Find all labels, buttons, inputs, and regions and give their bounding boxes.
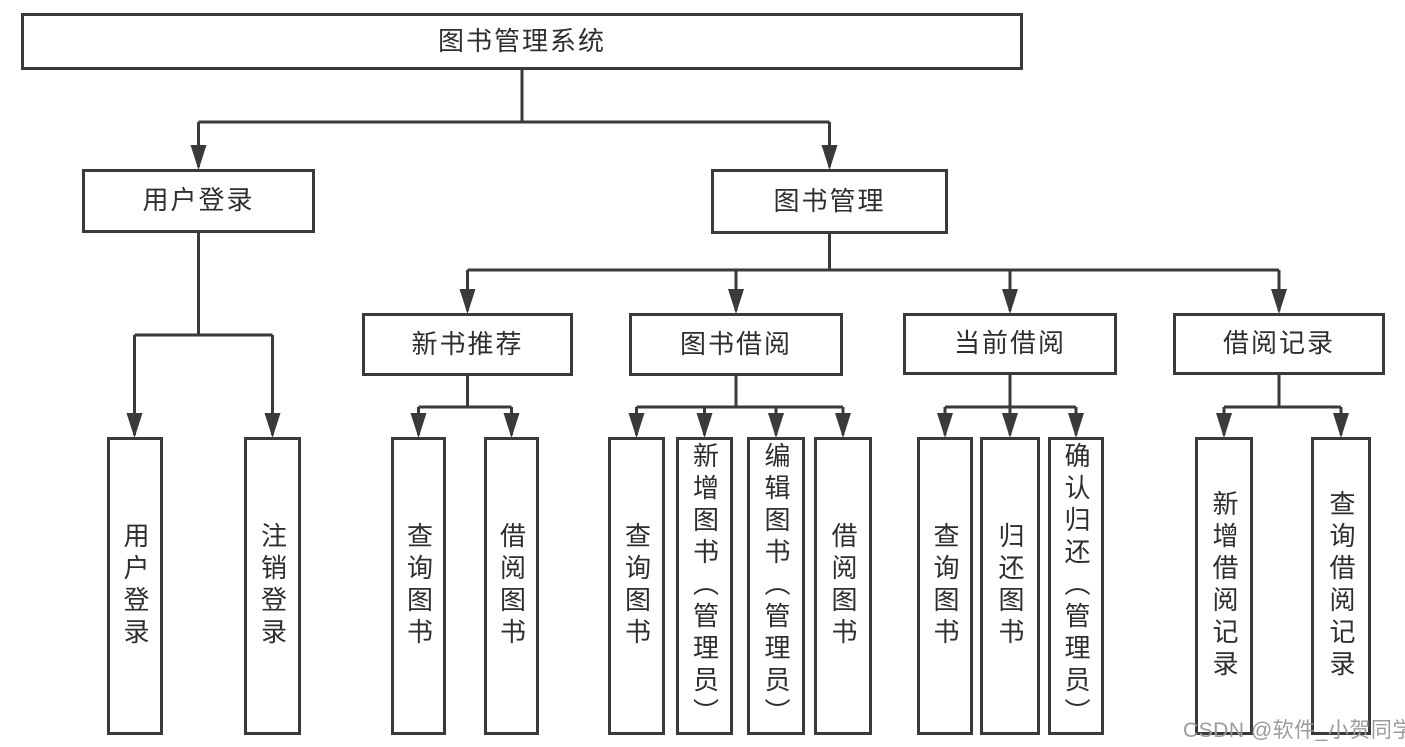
leaf-current-return-book: 归还图书: [980, 437, 1040, 735]
node-root: 图书管理系统: [21, 13, 1023, 70]
node-new-book-recommend: 新书推荐: [362, 313, 573, 376]
leaf-recommend-query-book: 查询图书: [391, 437, 446, 735]
leaf-borrow-query-book: 查询图书: [608, 437, 665, 735]
leaf-borrow-add-book-admin: 新增图书（管理员）: [676, 437, 733, 735]
leaf-recommend-borrow-book: 借阅图书: [484, 437, 539, 735]
node-book-borrow: 图书借阅: [629, 313, 843, 376]
leaf-current-query-book: 查询图书: [917, 437, 973, 735]
leaf-records-add-record: 新增借阅记录: [1195, 437, 1253, 735]
leaf-logout: 注销登录: [244, 437, 301, 735]
leaf-user-login: 用户登录: [107, 437, 163, 735]
leaf-borrow-edit-book-admin: 编辑图书（管理员）: [747, 437, 805, 735]
leaf-current-confirm-return-admin: 确认归还（管理员）: [1048, 437, 1104, 735]
watermark: CSDN @软件_小贺同学: [1183, 719, 1405, 742]
node-book-management: 图书管理: [711, 169, 948, 234]
leaf-borrow-borrow-book: 借阅图书: [814, 437, 872, 735]
node-user-login: 用户登录: [82, 169, 315, 233]
node-current-borrow: 当前借阅: [903, 313, 1117, 375]
leaf-records-query-record: 查询借阅记录: [1311, 437, 1371, 735]
node-borrow-records: 借阅记录: [1173, 313, 1385, 375]
